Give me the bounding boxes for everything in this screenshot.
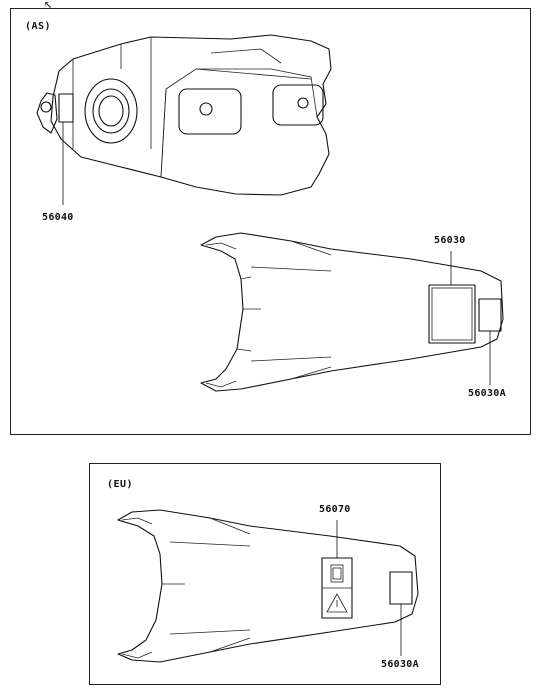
region-label-as: (AS)	[25, 21, 52, 32]
callout-56070: 56070	[319, 504, 351, 515]
fuel-tank-drawing	[36, 34, 332, 205]
diagram-panel-eu: (EU) 56070 56030A	[89, 463, 441, 685]
mouse-cursor-icon: ↖	[44, 0, 53, 12]
eu-drawing	[117, 509, 419, 663]
seat-cover-eu-drawing	[117, 509, 419, 663]
callout-56030a-as: 56030A	[468, 388, 506, 399]
as-drawing	[36, 34, 504, 392]
callout-56030a-eu: 56030A	[381, 659, 419, 670]
callout-56040: 56040	[42, 212, 74, 223]
callout-56030: 56030	[434, 235, 466, 246]
diagram-panel-as: (AS)	[10, 8, 531, 435]
region-label-eu: (EU)	[107, 479, 134, 490]
seat-cover-as-drawing	[200, 232, 504, 392]
